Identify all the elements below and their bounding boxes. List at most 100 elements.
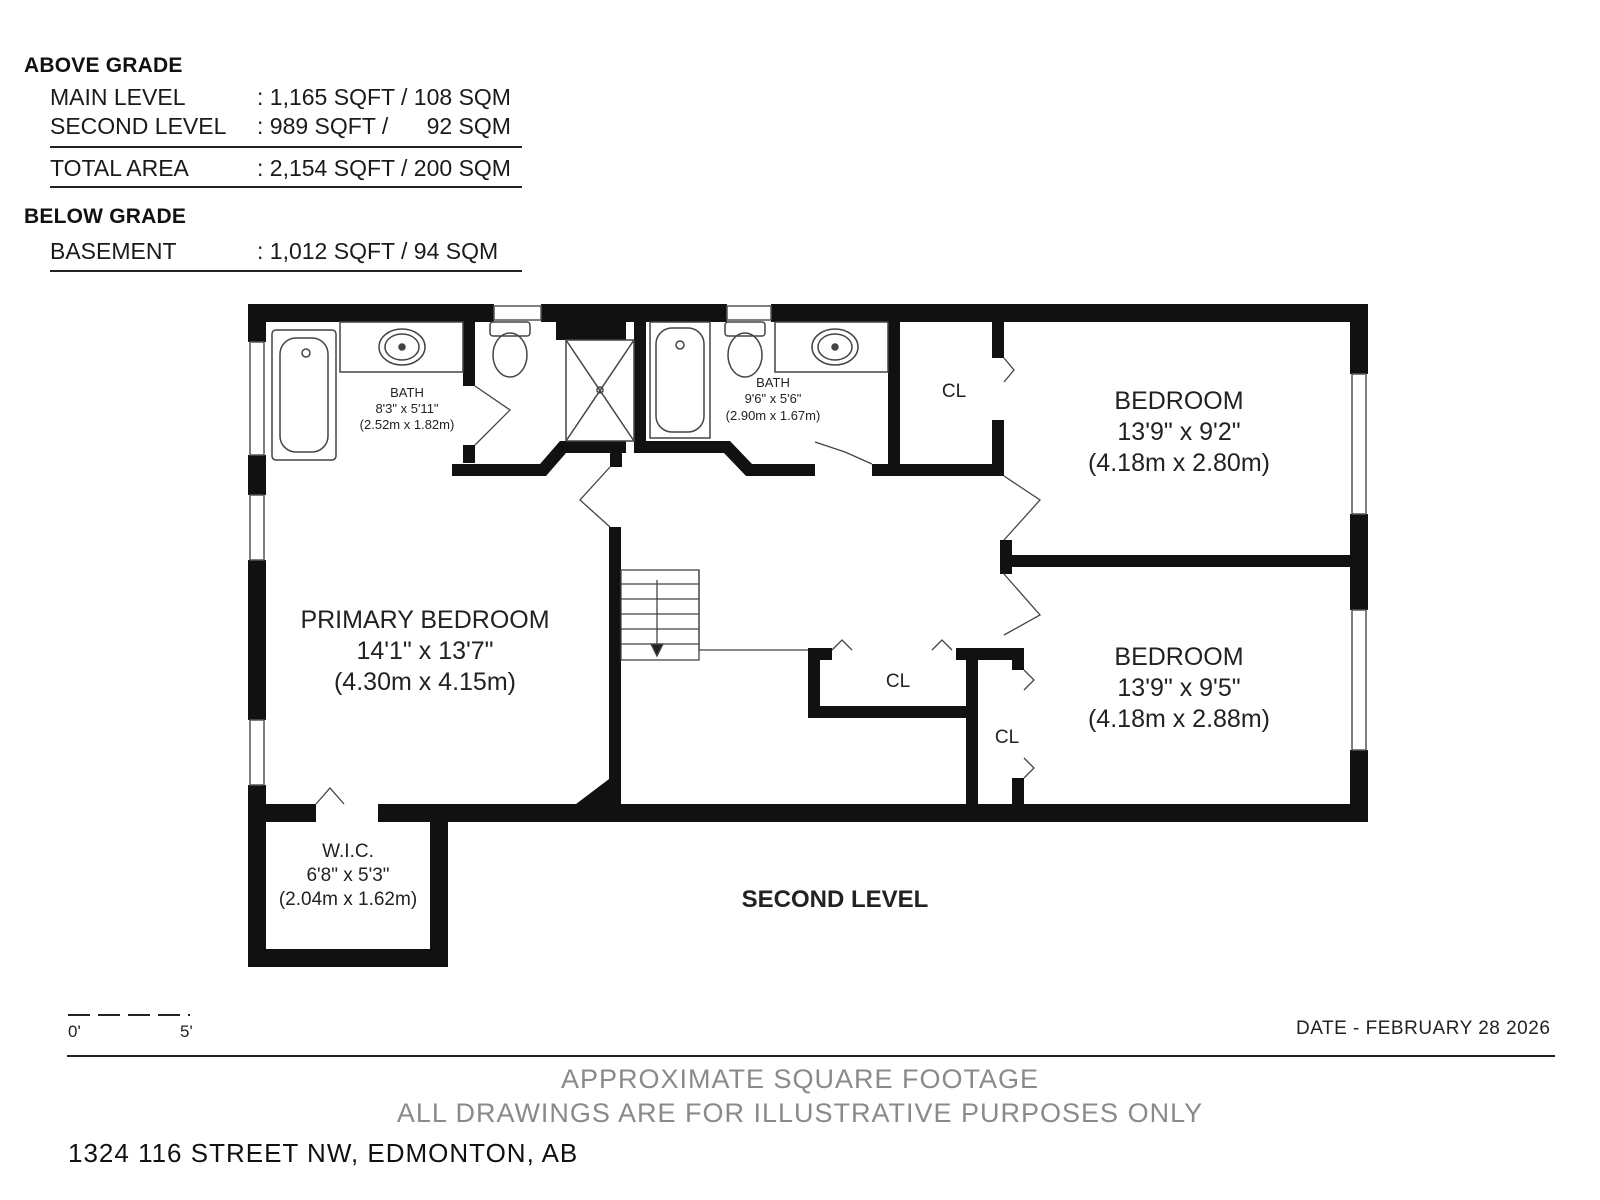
toilet-bowl <box>492 332 528 378</box>
bedroom-top-name: BEDROOM <box>1114 387 1243 415</box>
primary-bedroom-dim-imperial: 14'1" x 13'7" <box>356 637 493 665</box>
wall <box>248 785 266 967</box>
fixtures <box>271 321 889 461</box>
door-swing <box>315 787 345 805</box>
below-grade-title: BELOW GRADE <box>24 205 187 228</box>
toilet-tank <box>724 321 766 337</box>
bath2-dim-imperial: 9'6" x 5'6" <box>745 391 802 406</box>
door-swing <box>831 639 853 651</box>
wall <box>576 770 621 804</box>
total-area-label: TOTAL AREA <box>50 155 189 181</box>
window <box>249 494 265 561</box>
door-swing <box>579 466 611 528</box>
window <box>249 341 265 456</box>
wall <box>634 322 646 446</box>
bathtub-basin <box>655 327 705 433</box>
wall <box>1000 540 1012 574</box>
stairs <box>620 569 808 661</box>
door-swing <box>814 441 873 465</box>
stair-arrow-head <box>649 643 665 658</box>
property-address: 1324 116 STREET NW, EDMONTON, AB <box>68 1138 579 1168</box>
bath1-name: BATH <box>390 385 424 400</box>
sink-drain <box>398 343 406 351</box>
wall <box>888 322 900 464</box>
wic-dim-metric: (2.04m x 1.62m) <box>279 889 417 910</box>
interior-walls <box>452 322 1350 804</box>
wall <box>463 445 475 463</box>
basement-value: : 1,012 SQFT / 94 SQM <box>257 238 499 264</box>
door-swing <box>1003 357 1015 383</box>
wall <box>248 455 266 495</box>
wall <box>452 441 626 476</box>
total-area-value: : 2,154 SQFT / 200 SQM <box>257 155 511 181</box>
basement-rule <box>50 270 522 272</box>
shower-drain <box>596 386 604 394</box>
plan-date: DATE - FEBRUARY 28 2026 <box>1296 1018 1551 1039</box>
vanity <box>339 321 464 373</box>
bath2-dim-metric: (2.90m x 1.67m) <box>726 408 821 423</box>
wall <box>1350 304 1368 374</box>
wall <box>609 527 621 804</box>
wall <box>463 322 475 386</box>
sink <box>378 328 426 366</box>
bedroom-top-dim-imperial: 13'9" x 9'2" <box>1117 418 1240 446</box>
bathtub-basin <box>279 337 329 453</box>
disclaimer-line-2: ALL DRAWINGS ARE FOR ILLUSTRATIVE PURPOS… <box>396 1098 1204 1128</box>
tub-drain <box>301 348 311 358</box>
wall <box>1012 648 1024 670</box>
sink-inner <box>384 333 420 361</box>
scale-end-label: 5' <box>180 1022 193 1041</box>
sink-inner <box>817 333 853 361</box>
shower-line <box>565 339 635 442</box>
wall <box>248 304 266 342</box>
summary-rule <box>50 146 522 148</box>
primary-bedroom-dim-metric: (4.30m x 4.15m) <box>334 668 516 696</box>
bedroom-bottom-dim-imperial: 13'9" x 9'5" <box>1117 674 1240 702</box>
exterior-walls <box>248 304 1368 967</box>
bedroom-top-dim-metric: (4.18m x 2.80m) <box>1088 449 1270 477</box>
second-level-value: : 989 SQFT / 92 SQM <box>257 113 511 139</box>
wall <box>966 648 978 804</box>
sink <box>811 328 859 366</box>
closet-top-label: CL <box>942 381 966 402</box>
wall <box>808 648 832 660</box>
window <box>726 305 772 321</box>
bath1-dim-imperial: 8'3" x 5'11" <box>375 401 438 416</box>
total-rule <box>50 186 522 188</box>
vanity <box>774 321 889 373</box>
wall <box>808 706 978 718</box>
scale-bar: 0' 5' <box>68 1014 193 1041</box>
door-swing <box>1023 669 1035 691</box>
door-swing <box>1023 757 1035 779</box>
disclaimer-line-1: APPROXIMATE SQUARE FOOTAGE <box>560 1064 1040 1094</box>
wall <box>956 648 1020 660</box>
toilet-bowl <box>727 332 763 378</box>
closet-bedroom-label: CL <box>995 727 1019 748</box>
wall <box>872 464 1004 476</box>
wall <box>992 420 1004 476</box>
door-swing <box>1003 573 1042 636</box>
toilet-tank <box>489 321 531 337</box>
level-title: SECOND LEVEL <box>742 886 929 913</box>
bedroom-bottom-name: BEDROOM <box>1114 643 1243 671</box>
window <box>493 305 542 321</box>
wall <box>248 949 448 967</box>
door-swing <box>931 639 953 651</box>
bathtub <box>649 321 711 439</box>
main-level-label: MAIN LEVEL <box>50 84 186 110</box>
window <box>1351 609 1367 751</box>
bedroom-bottom-dim-metric: (4.18m x 2.88m) <box>1088 705 1270 733</box>
door-swing <box>474 385 512 446</box>
windows <box>249 305 1367 786</box>
scale-start-label: 0' <box>68 1022 81 1041</box>
wic-name: W.I.C. <box>322 841 374 862</box>
room-labels: BATH 8'3" x 5'11" (2.52m x 1.82m) BATH 9… <box>279 375 1270 913</box>
sink-drain <box>831 343 839 351</box>
second-level-label: SECOND LEVEL <box>50 113 227 139</box>
wall <box>610 453 622 467</box>
wall <box>1350 514 1368 610</box>
window <box>249 719 265 786</box>
wall <box>248 304 494 322</box>
window <box>1351 373 1367 515</box>
